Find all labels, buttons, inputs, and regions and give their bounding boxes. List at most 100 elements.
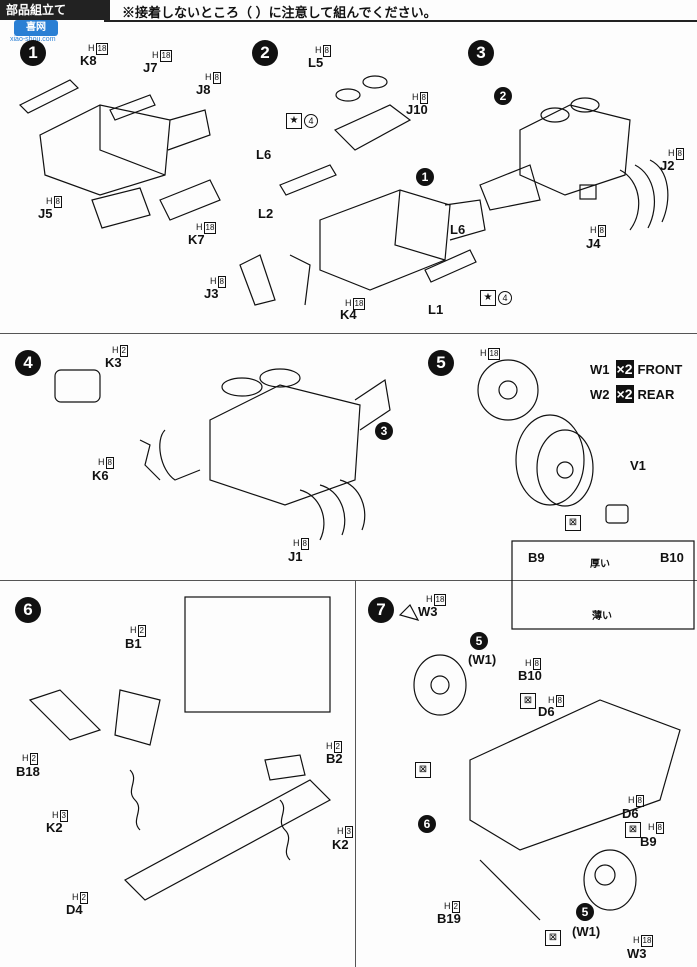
no-glue-icon: ⊠ (625, 822, 641, 838)
ref-step-5: 5 (576, 903, 594, 921)
no-glue-icon: ⊠ (545, 930, 561, 946)
divider (0, 333, 697, 334)
part-w3: W3 (418, 604, 438, 619)
inset-thin: 薄い (592, 611, 612, 622)
part-j4: J4 (586, 236, 601, 251)
part-d6: D6 (622, 806, 639, 821)
part-j8: J8 (196, 82, 211, 97)
part-j7: J7 (143, 60, 158, 75)
part-k8: K8 (80, 53, 97, 68)
glue-note: ※接着しないところ（ ）に注意して組んでください。 (122, 5, 437, 20)
part-k2: K2 (46, 820, 63, 835)
ref-step-6: 6 (418, 815, 436, 833)
part-w1: (W1) (572, 924, 601, 939)
part-d6: D6 (538, 704, 555, 719)
part-b10: B10 (518, 668, 542, 683)
no-glue-icon: ⊠ (565, 515, 581, 531)
part-k6: K6 (92, 468, 109, 483)
section-title: 部品組立て (0, 0, 110, 20)
part-l6: L6 (450, 222, 466, 237)
part-j3: J3 (204, 286, 219, 301)
inset-thick: 厚い (590, 559, 610, 570)
part-d4: D4 (66, 902, 83, 917)
part-j1: J1 (288, 549, 303, 564)
star-count: 4 (498, 291, 512, 305)
step-5-badge: 5 (428, 350, 454, 376)
step-1-badge: 1 (20, 40, 46, 66)
inset-b10: B10 (660, 550, 684, 565)
watermark-url: xiao-shou.com (10, 36, 56, 43)
ref-step-5: 5 (470, 632, 488, 650)
part-b1: B1 (125, 636, 142, 651)
step-3-badge: 3 (468, 40, 494, 66)
step-6-badge: 6 (15, 597, 41, 623)
watermark-logo: 喜网 (14, 20, 58, 36)
no-glue-icon: ⊠ (415, 762, 431, 778)
part-k4: K4 (340, 307, 357, 322)
part-v1: V1 (630, 458, 646, 473)
star-mark-icon: ★ (480, 290, 496, 306)
inset-b9: B9 (528, 550, 545, 565)
part-w1: (W1) (468, 652, 497, 667)
divider (355, 580, 356, 967)
header-rule (104, 20, 697, 22)
part-l6: L6 (256, 147, 272, 162)
part-j2: J2 (660, 158, 675, 173)
part-w3: W3 (627, 946, 647, 961)
part-b2: B2 (326, 751, 343, 766)
step-7-badge: 7 (368, 597, 394, 623)
ref-step-1: 1 (416, 168, 434, 186)
part-b9: B9 (640, 834, 657, 849)
divider (0, 580, 697, 581)
part-l2: L2 (258, 206, 274, 221)
part-j10: J10 (406, 102, 428, 117)
ref-step-2: 2 (494, 87, 512, 105)
ref-step-3: 3 (375, 422, 393, 440)
part-l1: L1 (428, 302, 444, 317)
star-count: 4 (304, 114, 318, 128)
step-2-badge: 2 (252, 40, 278, 66)
step-4-badge: 4 (15, 350, 41, 376)
part-b19: B19 (437, 911, 461, 926)
star-mark-icon: ★ (286, 113, 302, 129)
part-b18: B18 (16, 764, 40, 779)
part-l5: L5 (308, 55, 324, 70)
no-glue-icon: ⊠ (520, 693, 536, 709)
part-k2: K2 (332, 837, 349, 852)
part-j5: J5 (38, 206, 53, 221)
part-k3: K3 (105, 355, 122, 370)
part-k7: K7 (188, 232, 205, 247)
page-header: 部品組立て ※接着しないところ（ ）に注意して組んでください。 (0, 0, 697, 22)
